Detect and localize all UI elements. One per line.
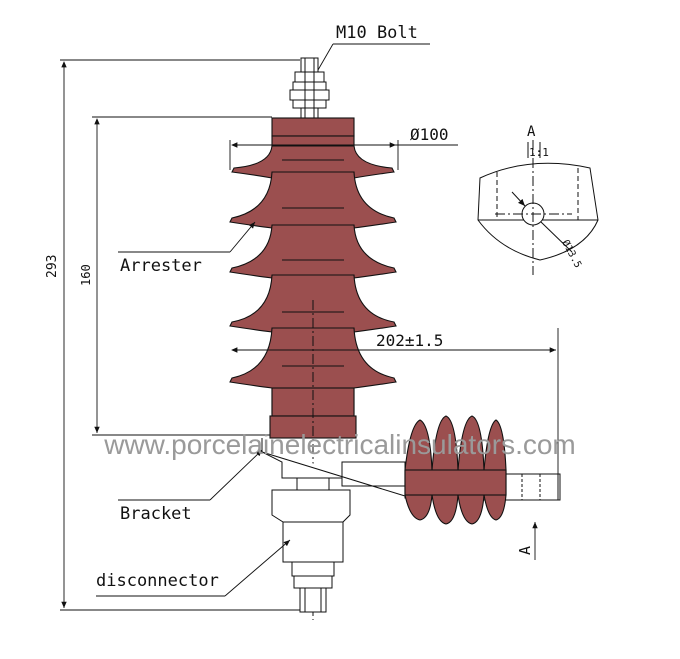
- disconnector-label: disconnector: [96, 571, 219, 591]
- disconnector-body: [271, 477, 351, 613]
- overall-height-dimension: 293: [45, 255, 60, 278]
- arrester-label: Arrester: [120, 256, 202, 276]
- bracket-label: Bracket: [120, 504, 192, 524]
- section-scale-label: 1:1: [529, 146, 549, 159]
- section-view-a: [477, 140, 599, 275]
- watermark: www.porcelainelectricalinsulators.com: [103, 429, 576, 460]
- arrester-height-dimension: 160: [79, 264, 93, 286]
- span-dimension: 202±1.5: [376, 331, 443, 350]
- view-a-label-top: A: [527, 124, 536, 140]
- view-a-label-bottom: A: [516, 546, 534, 555]
- diameter-label: Ø100: [410, 125, 449, 144]
- bracket-insulator: [404, 415, 507, 525]
- dimension-lines: [60, 43, 559, 611]
- top-bolt: [289, 57, 330, 119]
- bolt-label: M10 Bolt: [336, 23, 418, 43]
